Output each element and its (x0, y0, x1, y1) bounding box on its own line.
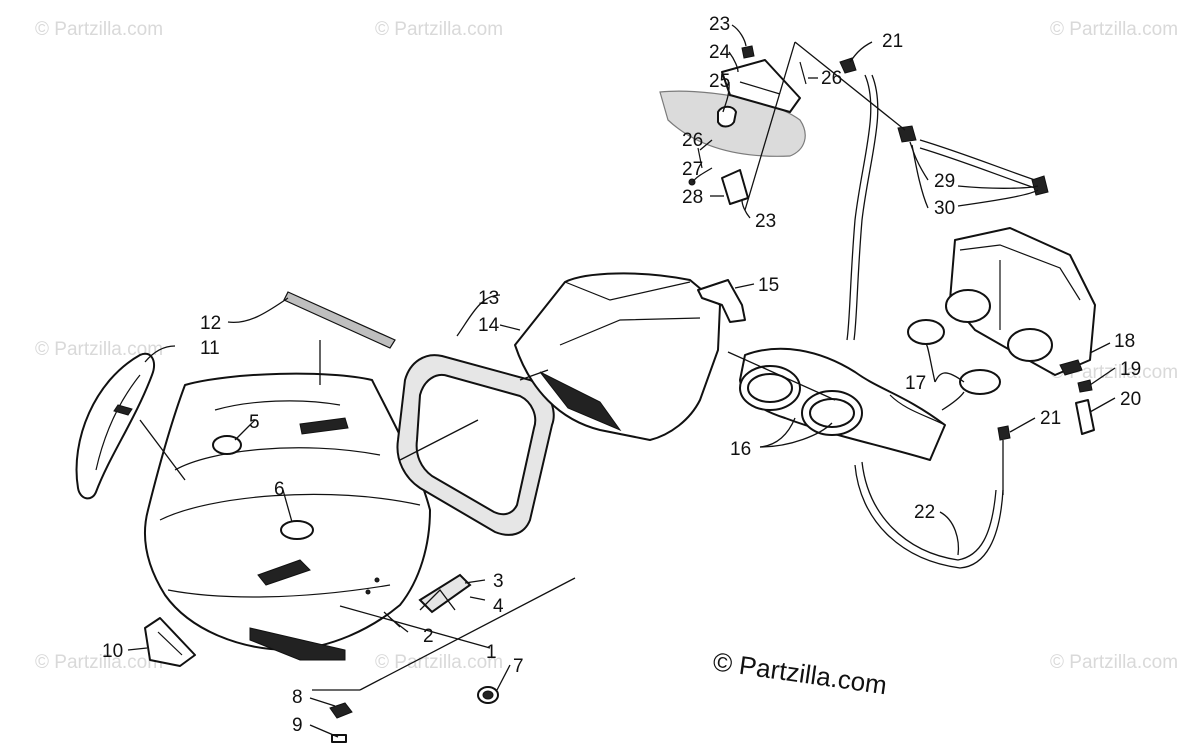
part-filter-frame (396, 354, 555, 536)
callout-1: 1 (486, 642, 497, 663)
callout-30: 30 (934, 198, 955, 219)
part-top-seal-strip (283, 291, 396, 349)
callout-19: 19 (1120, 359, 1141, 380)
callout-numbers: 1 2 3 4 5 6 7 8 9 10 11 12 13 14 15 16 1… (102, 14, 1141, 736)
part-hood (143, 372, 431, 661)
callout-10: 10 (102, 641, 123, 662)
leader-lines (127, 24, 1116, 738)
copyright-label: © Partzilla.com (711, 646, 889, 700)
part-throttle-body (945, 227, 1096, 376)
callout-14: 14 (478, 315, 500, 336)
callout-9: 9 (292, 715, 303, 736)
callout-4: 4 (493, 596, 504, 617)
part-hoses (846, 74, 1036, 569)
callout-24: 24 (709, 42, 731, 63)
callout-5: 5 (249, 412, 260, 433)
callout-21-upper: 21 (882, 31, 903, 52)
watermark-top-left: © Partzilla.com (35, 19, 163, 40)
callout-12: 12 (200, 313, 221, 334)
callout-23-bottom: 23 (755, 211, 776, 232)
watermark-bottom-left: © Partzilla.com (35, 652, 163, 673)
callout-26-right: 26 (821, 68, 842, 89)
watermark-mid-left: © Partzilla.com (35, 339, 163, 360)
callout-26-left: 26 (682, 130, 703, 151)
part-mount-bracket (659, 45, 1049, 441)
callout-18: 18 (1114, 331, 1135, 352)
watermark-top-center: © Partzilla.com (375, 19, 503, 40)
part-clip-and-screw (329, 702, 353, 743)
callout-29: 29 (934, 171, 955, 192)
callout-25: 25 (709, 71, 730, 92)
part-air-box (514, 272, 721, 441)
callout-2: 2 (423, 626, 434, 647)
callout-11: 11 (200, 338, 220, 359)
callout-8: 8 (292, 687, 303, 708)
part-fuel-fitting-and-filter (1075, 379, 1095, 435)
callout-7: 7 (513, 656, 524, 677)
callout-17: 17 (905, 373, 926, 394)
watermark-bottom-right: © Partzilla.com (1050, 652, 1178, 673)
part-intake-boots (739, 347, 946, 461)
part-screen-and-fasteners (365, 573, 472, 628)
callout-20: 20 (1120, 389, 1141, 410)
part-side-vent (75, 352, 156, 500)
part-bracket (697, 279, 746, 323)
watermark-top-right: © Partzilla.com (1050, 19, 1178, 40)
callout-13: 13 (478, 288, 499, 309)
callout-23-top: 23 (709, 14, 730, 35)
part-grommet (477, 686, 499, 704)
part-hose-clamps (907, 319, 1001, 395)
callout-15: 15 (758, 275, 779, 296)
callout-6: 6 (274, 479, 285, 500)
callout-28: 28 (682, 187, 703, 208)
watermarks: © Partzilla.com © Partzilla.com © Partzi… (35, 19, 1178, 673)
watermark-mid-right: © Partzilla.com (1050, 362, 1178, 383)
callout-27: 27 (682, 159, 703, 180)
callout-22: 22 (914, 502, 935, 523)
callout-3: 3 (493, 571, 504, 592)
callout-21-lower: 21 (1040, 408, 1061, 429)
part-bottom-vent (144, 617, 196, 667)
callout-16: 16 (730, 439, 751, 460)
watermark-bottom-center: © Partzilla.com (375, 652, 503, 673)
